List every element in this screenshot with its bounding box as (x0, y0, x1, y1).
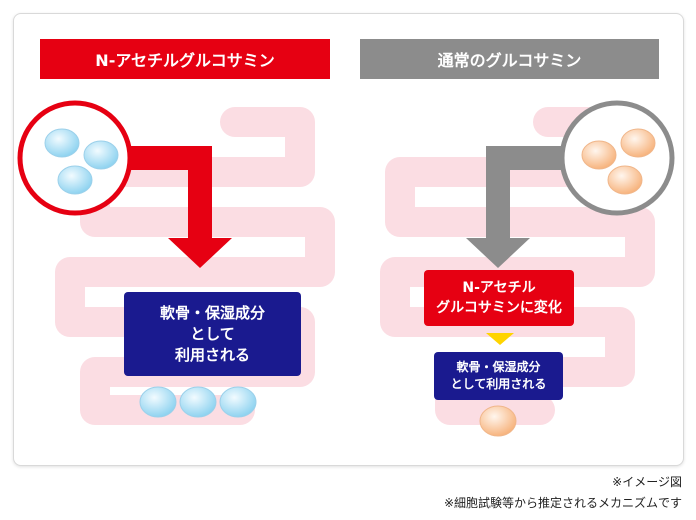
header-right: 通常のグルコサミン (360, 39, 659, 79)
bead-orange (581, 140, 617, 170)
result-box-right: 軟骨・保湿成分 として利用される (434, 352, 563, 400)
arrow-left (110, 146, 232, 268)
circle-left (17, 100, 133, 216)
header-left: N-アセチルグルコサミン (40, 39, 330, 79)
bead-blue (179, 386, 217, 418)
bead-blue (83, 140, 119, 170)
convert-box-right: N-アセチル グルコサミンに変化 (424, 270, 574, 326)
bead-blue (44, 128, 80, 158)
bead-orange (479, 405, 517, 437)
bead-orange (620, 128, 656, 158)
bead-orange (607, 165, 643, 195)
yellow-triangle (486, 333, 514, 345)
beads-left-bottom (139, 386, 257, 418)
result-box-left: 軟骨・保湿成分 として 利用される (124, 292, 301, 376)
bead-blue (57, 165, 93, 195)
arrow-right (466, 146, 585, 268)
image-note: ※イメージ図 (612, 475, 682, 489)
circle-right (559, 100, 675, 216)
bead-blue (219, 386, 257, 418)
mechanism-note: ※細胞試験等から推定されるメカニズムです (443, 496, 682, 510)
diagram-card (13, 13, 684, 466)
bead-blue (139, 386, 177, 418)
